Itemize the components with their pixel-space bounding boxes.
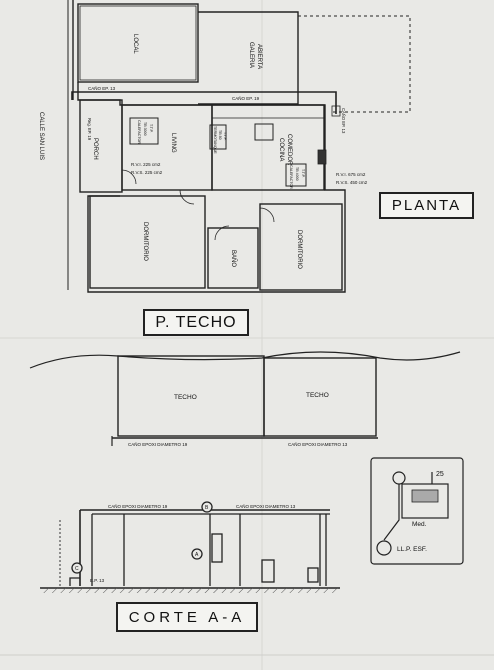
planta-title: PLANTA [379,192,474,219]
cano-ep13-top: CAÑO EP. 13 [88,85,116,91]
room-galeria-2: ABIERTA [256,44,262,69]
room-living: LIVING [170,133,176,153]
appliance-termo-3: T.T.P. [223,132,227,141]
room-cocina-1: COCINA [278,138,284,161]
detail-number: 25 [436,471,444,478]
appliance-living-2: TB 3000 [143,122,147,136]
appliance-termo-2: TB 80 [218,130,222,140]
street-name: CALLE SAN LUIS [38,112,44,160]
techo-plan [29,351,461,446]
rvi-cocina: R.V.I. 675 cm2 [336,172,366,177]
rvi-living: R.V.I. 225 cm2 [131,162,161,167]
rvs-cocina: R.V.S. 450 cm2 [336,180,368,185]
detail-llp: LL.P. ESF. [397,546,427,553]
marker-b: B [205,505,209,511]
corte-pipe-2: CAÑO EPOXI DIAMETRO 13 [236,503,296,509]
room-bano: BAÑO [230,250,237,267]
planta-labels: LOCAL GALERIA ABIERTA PORCH LIVING COCIN… [38,34,368,269]
appliance-living-1: CALEFACTOR [137,120,141,144]
techo-pipe-2: CAÑO EPOXI DIAMETRO 13 [288,441,348,447]
corte-section [40,501,340,593]
corte-ep: E.P. 13 [90,578,105,583]
planta-plan [67,0,411,293]
room-techo-2: TECHO [306,392,329,399]
marker-a: A [195,552,199,558]
room-galeria-1: GALERIA [248,42,254,68]
appliance-living-3: T.T.P. [149,124,153,133]
cano-ep13-side: CAÑO EP. 13 [341,108,346,134]
room-cocina-2: COMEDOR [286,134,292,166]
appliance-termo-1: TERMOTANQUE [213,126,217,154]
room-dormitorio-1: DORMITORIO [142,222,148,261]
corte-title: CORTE A-A [116,602,258,632]
cano-ep19-top: CAÑO EP. 19 [232,95,260,101]
appliance-cocina-2: TB 4000 [295,167,299,181]
techo-title: P. TECHO [143,309,249,336]
room-techo-1: TECHO [174,394,197,401]
marker-c: C [75,566,79,572]
side-label: Reg. EP. 19 [87,118,92,141]
techo-pipe-1: CAÑO EPOXI DIAMETRO 19 [128,441,188,447]
appliance-cocina-3: T.T.P. [301,169,305,178]
detail-med: Med. [412,521,427,528]
rvs-living: R.V.S. 225 cm2 [131,170,163,175]
meter-detail [370,457,464,565]
corte-pipe-1: CAÑO EPOXI DIAMETRO 19 [108,503,168,509]
room-local: LOCAL [132,34,138,54]
room-dormitorio-2: DORMITORIO [296,230,302,269]
appliance-cocina-1: CALEFACTOR [289,165,293,189]
room-porch: PORCH [92,138,98,160]
